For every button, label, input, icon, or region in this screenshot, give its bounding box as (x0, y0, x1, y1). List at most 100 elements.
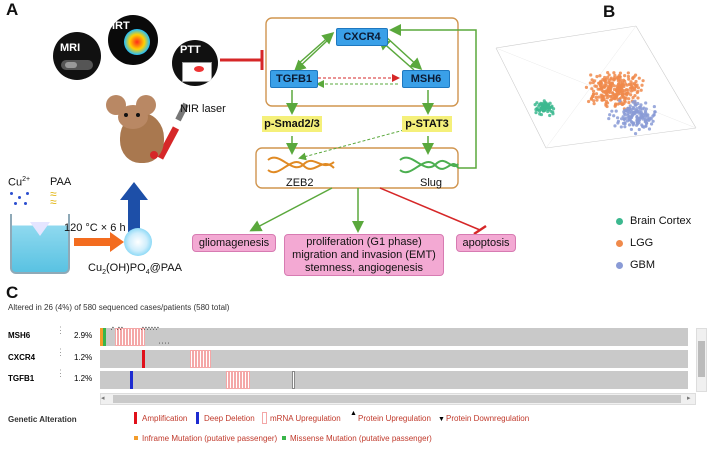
oncoprint-cell (346, 328, 349, 346)
drag-handle-icon[interactable]: ⋮ (56, 325, 65, 335)
oncoprint-cell (658, 328, 661, 346)
scatter-point (638, 105, 643, 109)
oncoprint-cell (472, 371, 475, 389)
oncoprint-cell (508, 328, 511, 346)
oncoprint-cell (280, 371, 283, 389)
scatter-point (535, 101, 539, 105)
scatter-point (589, 73, 593, 77)
oncoprint-cell (142, 328, 145, 346)
scatter-point (594, 84, 599, 89)
drag-handle-icon[interactable]: ⋮ (56, 347, 65, 357)
oncoprint-cell (586, 350, 589, 368)
oncoprint-cell (208, 328, 211, 346)
oncoprint-cell (304, 371, 307, 389)
oncoprint-cell (403, 350, 406, 368)
oncoprint-cell (472, 350, 475, 368)
scatter-point (605, 93, 609, 97)
nanoparticle (124, 228, 152, 256)
oncoprint-cell (613, 350, 616, 368)
pct-msh6: 2.9% (74, 331, 93, 340)
oncoprint-cell (190, 328, 193, 346)
scatter-point (548, 113, 552, 118)
oncoprint-cell (250, 328, 253, 346)
scatter-point (603, 79, 608, 84)
oncoprint-cell (451, 350, 454, 368)
irt-label: IRT (112, 20, 130, 32)
oncoprint-cell (316, 371, 319, 389)
oncoprint-cell (301, 350, 304, 368)
oncoprint-cell (196, 328, 199, 346)
scroll-right-icon[interactable]: ▸ (687, 395, 691, 402)
scatter-point (644, 101, 648, 105)
scatter-point (616, 82, 621, 87)
oncoprint-cell (163, 350, 166, 368)
pct-cxcr4: 1.2% (74, 353, 93, 362)
oncoprint-cell (103, 328, 106, 346)
oncoprint-cell (121, 350, 124, 368)
scatter-point (643, 112, 647, 116)
oncoprint-cell (217, 328, 220, 346)
oncoprint-cell (325, 328, 328, 346)
oncoprint-cell (184, 350, 187, 368)
node-gliomagenesis: gliomagenesis (192, 234, 276, 252)
scatter-point (612, 71, 616, 75)
oncoprint-cell (532, 350, 535, 368)
oncoprint-cell (493, 371, 496, 389)
oncoprint-cell (553, 328, 556, 346)
oncoprint-cell (364, 328, 367, 346)
receptor-frame (265, 17, 459, 107)
oncoprint-cell (181, 328, 184, 346)
scatter-point (613, 96, 617, 100)
drag-handle-icon[interactable]: ⋮ (56, 368, 65, 378)
scatter-point (607, 116, 611, 121)
oncoprint-cell (475, 371, 478, 389)
oncoprint-cell (571, 371, 574, 389)
oncoprint-cell (274, 371, 277, 389)
scatter-point (633, 99, 637, 103)
oncoprint-cell (640, 328, 643, 346)
oncoprint-cell (220, 350, 223, 368)
oncoprint-cell (364, 350, 367, 368)
horizontal-scrollbar-thumb[interactable] (113, 395, 681, 403)
oncoprint-cell (289, 328, 292, 346)
oncoprint-cell (667, 371, 670, 389)
scatter-point (627, 77, 631, 81)
oncoprint-cell (547, 328, 550, 346)
vertical-scrollbar[interactable] (696, 328, 707, 392)
oncoprint-cell (607, 371, 610, 389)
oncoprint-cell (385, 371, 388, 389)
oncoprint-cell (412, 350, 415, 368)
horizontal-scrollbar[interactable]: ◂ ▸ (100, 393, 696, 405)
oncoprint-cell (151, 328, 154, 346)
oncoprint-cell (430, 350, 433, 368)
oncoprint-cell (322, 328, 325, 346)
oncoprint-row-msh6: ▲▲▲▲▲▲▲▲▲▼▼▼▼ (100, 326, 690, 348)
oncoprint-cell (217, 371, 220, 389)
oncoprint-cell (442, 350, 445, 368)
vertical-scrollbar-thumb[interactable] (698, 341, 705, 377)
paa-chains-icon: ≈≈ (50, 187, 57, 209)
oncoprint-cell (424, 371, 427, 389)
oncoprint-cell (436, 328, 439, 346)
scatter-point (539, 101, 543, 105)
oncoprint-cell (118, 328, 121, 346)
scatter-point (644, 124, 648, 128)
scatter-point (641, 79, 645, 83)
oncoprint-cell (400, 371, 403, 389)
oncoprint-cell (235, 371, 238, 389)
oncoprint-cell (115, 371, 118, 389)
oncoprint-cell (343, 328, 346, 346)
scatter-point (646, 113, 650, 117)
oncoprint-cell (157, 350, 160, 368)
oncoprint-cell (337, 328, 340, 346)
oncoprint-cell (271, 328, 274, 346)
oncoprint-cell (322, 350, 325, 368)
oncoprint-cell (283, 350, 286, 368)
scroll-left-icon[interactable]: ◂ (101, 395, 105, 402)
scatter-point (651, 119, 655, 123)
scatter-point (600, 98, 604, 102)
scatter-point (616, 121, 620, 125)
scatter-point (618, 99, 622, 103)
oncoprint-cell (115, 350, 118, 368)
oncoprint-cell (604, 371, 607, 389)
